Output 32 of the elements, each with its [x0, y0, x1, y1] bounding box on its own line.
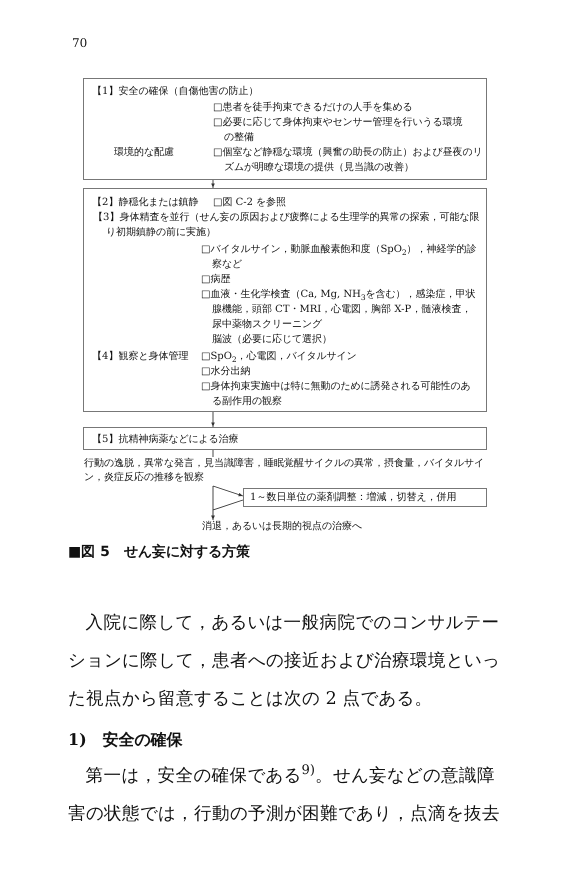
checklist-item: □身体拘束実施中は特に無動のために誘発される可能性のある副作用の観察: [201, 380, 472, 409]
category-label: 環境的な配慮: [114, 146, 175, 160]
checklist-item: □図 C-2 を参照: [213, 196, 288, 210]
arrow: [211, 412, 215, 428]
box-heading: 【4】観察と身体管理: [92, 350, 190, 364]
arrow: [212, 486, 244, 496]
box-heading: 【3】身体精査を並行（せん妄の原因および疲弊による生理学的異常の探索，可能な限り初期鎮静の前に実施）: [93, 210, 480, 240]
box-heading: 【1】安全の確保（自傷他害の防止）: [92, 84, 260, 99]
checklist-item: □患者を徒手拘束できるだけの人手を集める: [213, 100, 414, 115]
process-box: [83, 78, 487, 180]
body-paragraph: 入院に際して，あるいは一般病院でのコンサルテーションに際して，患者への接近および治療環境といった視点から留意することは次の 2 点である。: [68, 612, 501, 711]
checklist-item: □SpO$_{2}$，心電図，バイタルサイン: [201, 350, 358, 364]
checklist-item: □必要に応じて身体拘束やセンサー管理を行いうる環境の整備: [213, 116, 464, 145]
body-paragraph: 第一は，安全の確保である$^{9)}$。せん妄などの意識障害の状態では，行動の予測が困難であり，点滴を抜去: [68, 762, 501, 826]
checklist-item: □病歴: [201, 272, 232, 287]
box-heading: 【5】抗精神病薬などによる治療: [92, 432, 240, 447]
box-heading: 【2】静穏化または鎮静: [92, 196, 200, 210]
arrow: [211, 180, 215, 188]
checklist-item: □血液・生化学検査（Ca, Mg, NH$_{3}$を含む），感染症，甲状腺機能，頭部 CT・MRI，心電図，胸部 X-P，髄液検査，尿中薬物スクリーニング: [201, 288, 477, 332]
arrow: [211, 486, 215, 520]
process-box: [83, 188, 487, 412]
process-box: 1～数日単位の薬剤調整：増減，切替え，併用: [243, 488, 487, 507]
outcome-text: 消退，あるいは長期的視点の治療へ: [202, 520, 402, 536]
checklist-item: 脳波（必要に応じて選択）: [212, 332, 333, 347]
page-number: 70: [72, 36, 88, 50]
process-box: [83, 427, 487, 450]
observation-text: 行動の逸脱，異常な発言，見当識障害，睡眠覚醒サイクルの異常，摂食量，バイタルサイン，炎症反応の推移を観察: [84, 457, 494, 486]
section-heading: 1) 安全の確保: [68, 730, 183, 751]
checklist-item: □水分出納: [201, 364, 252, 379]
figure-caption: ■図 5 せん妄に対する方策: [68, 543, 250, 561]
checklist-item: □個室など静穏な環境（興奮の助長の防止）および昼夜のリズムが明瞭な環境の提供（見当識の改善）: [213, 146, 484, 175]
checklist-item: □バイタルサイン，動脈血酸素飽和度（SpO$_{2}$），神経学的診察など: [201, 242, 477, 272]
